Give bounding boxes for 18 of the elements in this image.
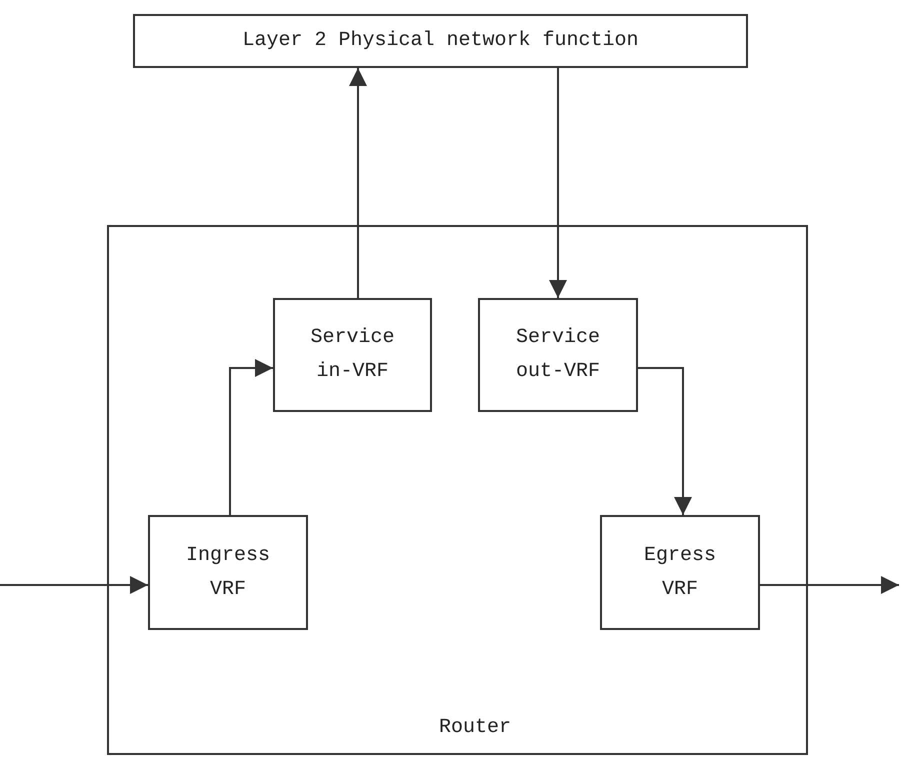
box — [133, 14, 748, 68]
box — [478, 298, 638, 412]
box — [107, 225, 808, 755]
box — [600, 515, 760, 630]
node-label: Layer 2 Physical network function — [241, 28, 640, 54]
node-label: Router — [439, 715, 512, 741]
box — [148, 515, 308, 630]
node-label: Service out-VRF — [514, 325, 601, 385]
node-label: Ingress VRF — [184, 542, 271, 602]
box — [273, 298, 432, 412]
arrow — [760, 576, 899, 594]
node-label: Service in-VRF — [309, 325, 396, 385]
arrow — [229, 359, 273, 515]
node-label: Egress VRF — [642, 542, 717, 602]
arrow — [549, 68, 567, 298]
arrow — [638, 367, 692, 515]
arrow — [0, 576, 148, 594]
arrow — [349, 68, 367, 298]
